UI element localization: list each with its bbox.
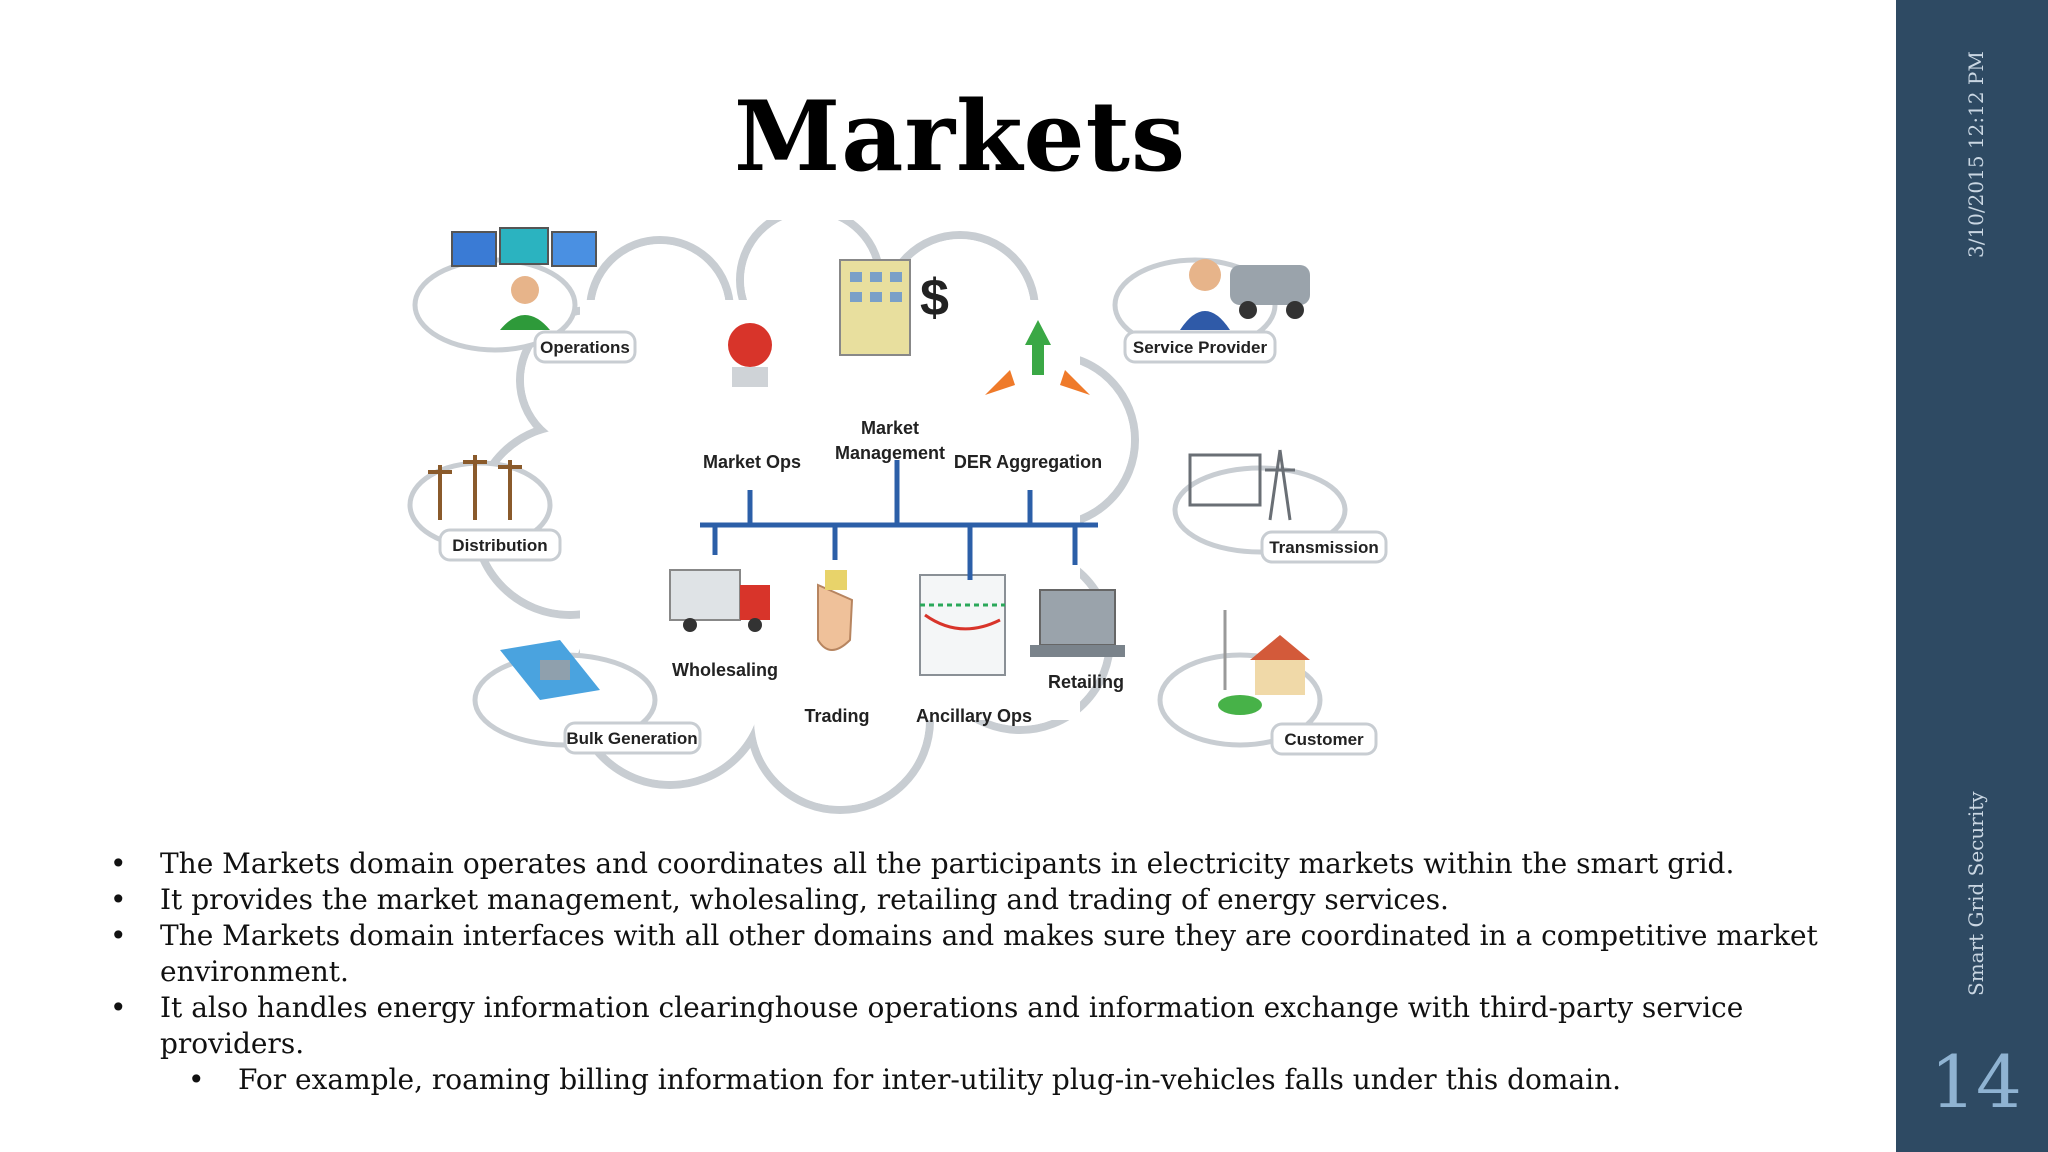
svg-text:$: $	[920, 269, 949, 327]
bullet-dot: •	[110, 883, 127, 916]
label-box-service-provider: Service Provider	[1123, 330, 1277, 364]
market-management-icon: $	[839, 259, 949, 356]
label-market-management-line1: Market	[861, 418, 919, 438]
label-bulk-generation: Bulk Generation	[566, 729, 697, 748]
der-aggregation-icon	[985, 320, 1090, 395]
sub-bullet-text: For example, roaming billing information…	[238, 1063, 1622, 1096]
sub-bullet-item: • For example, roaming billing informatio…	[110, 1062, 1890, 1098]
markets-diagram-svg: $	[407, 220, 1388, 814]
bullet-text: It provides the market management, whole…	[160, 883, 1449, 916]
bullet-text: It also handles energy information clear…	[160, 991, 1744, 1060]
page-number: 14	[1930, 1040, 2022, 1124]
bullet-item: • The Markets domain interfaces with all …	[110, 918, 1890, 990]
sidebar	[1896, 0, 2048, 1152]
distribution-icon	[428, 455, 522, 520]
label-box-transmission: Transmission	[1260, 530, 1388, 564]
bullet-item: • The Markets domain operates and coordin…	[110, 846, 1890, 882]
service-provider-icon	[1180, 259, 1310, 330]
label-distribution: Distribution	[452, 536, 547, 555]
bullet-dot: •	[188, 1063, 205, 1096]
label-der-aggregation: DER Aggregation	[954, 452, 1102, 472]
bullet-dot: •	[110, 847, 127, 880]
bulk-generation-icon	[500, 640, 600, 700]
market-bus	[700, 460, 1098, 580]
bullet-dot: •	[110, 919, 127, 952]
label-operations: Operations	[540, 338, 630, 357]
label-ancillary-ops: Ancillary Ops	[916, 706, 1032, 726]
bullet-text: The Markets domain operates and coordina…	[160, 847, 1735, 880]
ancillary-ops-icon	[919, 574, 1006, 676]
label-trading: Trading	[804, 706, 869, 726]
label-transmission: Transmission	[1269, 538, 1379, 557]
slide-date: 3/10/2015 12:12 PM	[1964, 51, 1988, 258]
bullet-dot: •	[110, 991, 127, 1024]
market-ops-icon	[728, 323, 772, 387]
bullet-text: The Markets domain interfaces with all o…	[160, 919, 1818, 988]
customer-icon	[1218, 610, 1310, 715]
transmission-icon	[1188, 449, 1295, 521]
retailing-icon	[1030, 589, 1125, 657]
label-customer: Customer	[1284, 730, 1364, 749]
label-retailing: Retailing	[1048, 672, 1124, 692]
trading-icon	[817, 570, 854, 651]
slide: Markets	[110, 80, 1890, 1098]
label-market-management-line2: Management	[835, 443, 945, 463]
bullet-list: • The Markets domain operates and coordin…	[110, 846, 1890, 1098]
label-box-distribution: Distribution	[438, 528, 562, 562]
wholesaling-icon	[669, 569, 770, 632]
bullet-item: • It also handles energy information clea…	[110, 990, 1890, 1062]
label-box-operations: Operations	[533, 330, 637, 364]
slide-footer: Smart Grid Security	[1964, 791, 1988, 996]
label-wholesaling: Wholesaling	[672, 660, 778, 680]
label-service-provider: Service Provider	[1133, 338, 1268, 357]
markets-diagram: $	[400, 220, 1400, 820]
label-box-bulk-generation: Bulk Generation	[563, 721, 702, 755]
label-box-customer: Customer	[1270, 722, 1378, 756]
operations-icon	[451, 227, 597, 330]
label-market-ops: Market Ops	[703, 452, 801, 472]
slide-title: Markets	[733, 80, 1187, 193]
bullet-item: • It provides the market management, whol…	[110, 882, 1890, 918]
